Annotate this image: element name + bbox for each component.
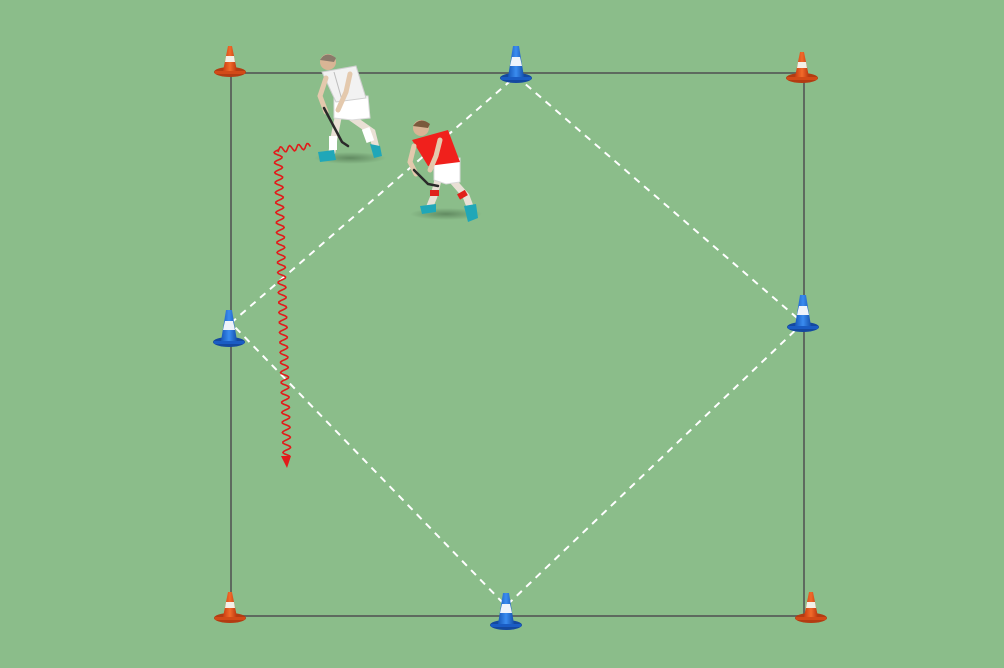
- dashed-diamond: [229, 74, 805, 608]
- cone-diamond-right: [787, 295, 819, 332]
- cone-bottom-left: [214, 592, 246, 623]
- arrowhead: [281, 456, 291, 468]
- blue-cone-icon: [500, 46, 532, 83]
- attacker-white: [314, 54, 386, 164]
- cone-diamond-bottom: [490, 593, 522, 630]
- orange-cone-icon: [214, 592, 246, 623]
- blue-cone-icon: [787, 295, 819, 332]
- cone-top-left: [214, 46, 246, 77]
- orange-cone-icon: [786, 52, 818, 83]
- cone-bottom-right: [795, 592, 827, 623]
- dribble-path: [273, 142, 311, 468]
- cone-diamond-top: [500, 46, 532, 83]
- red-kit-hockey-player-icon: [407, 120, 482, 222]
- cone-top-right: [786, 52, 818, 83]
- blue-cone-icon: [213, 310, 245, 347]
- cone-diamond-left: [213, 310, 245, 347]
- defender-red: [407, 120, 482, 222]
- white-kit-hockey-player-icon: [314, 54, 386, 164]
- orange-cone-icon: [214, 46, 246, 77]
- wavy-arrow-icon: [273, 142, 311, 457]
- orange-cone-icon: [795, 592, 827, 623]
- blue-cone-icon: [490, 593, 522, 630]
